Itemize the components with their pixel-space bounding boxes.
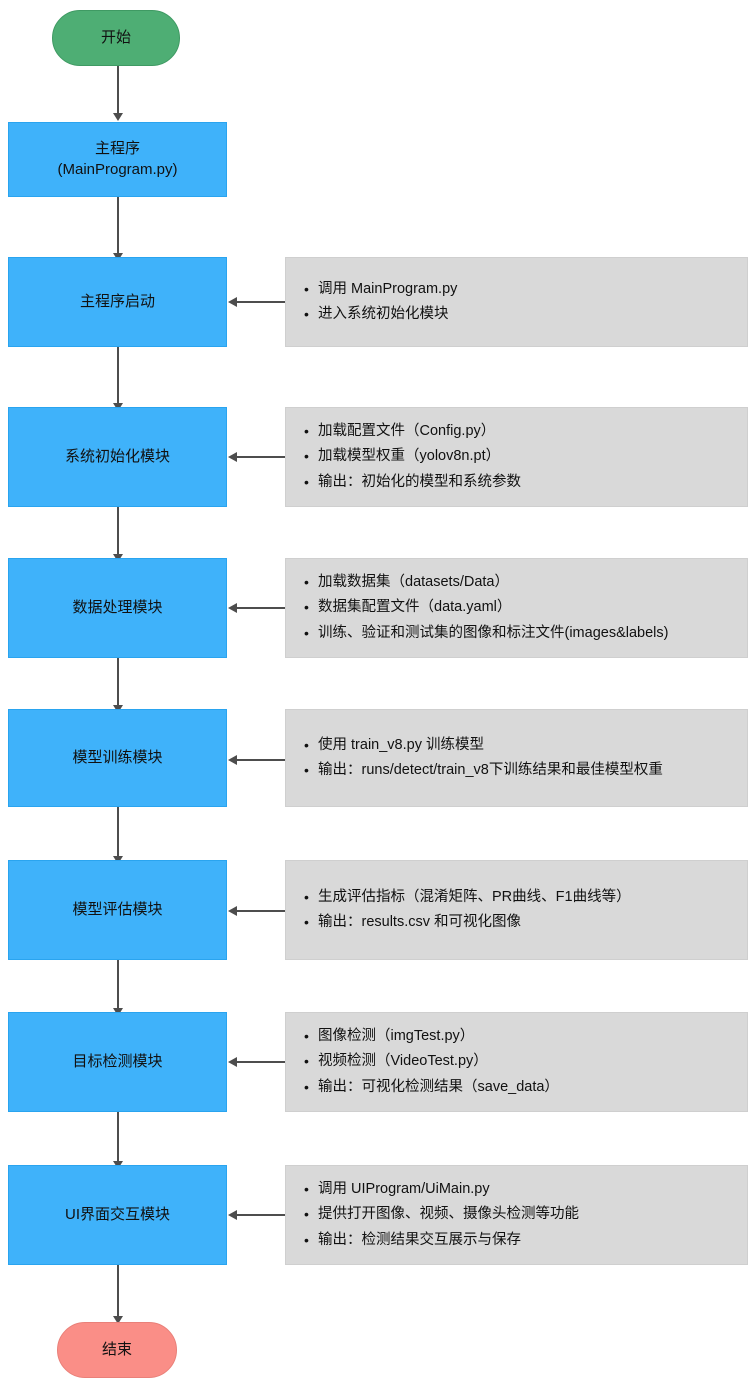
note-item: 训练、验证和测试集的图像和标注文件(images&labels): [304, 621, 729, 646]
connector-step1-to-step2: [117, 197, 119, 254]
connector-note-to-ui-interaction-arrowhead: [228, 1210, 237, 1220]
connector-note-to-data-processing: [232, 607, 285, 609]
process-node-data-processing-label: 数据处理模块: [72, 598, 163, 616]
note-item: 加载数据集（datasets/Data）: [304, 570, 729, 595]
connector-note-to-data-processing-arrowhead: [228, 603, 237, 613]
process-node-model-evaluation[interactable]: 模型评估模块: [8, 860, 227, 960]
connector-note-to-model-evaluation-arrowhead: [228, 906, 237, 916]
process-node-object-detection[interactable]: 目标检测模块: [8, 1012, 227, 1112]
note-box-object-detection: 图像检测（imgTest.py） 视频检测（VideoTest.py） 输出：可…: [285, 1012, 748, 1112]
connector-note-to-ui-interaction: [232, 1214, 285, 1216]
process-node-program-launch-label: 主程序启动: [79, 292, 155, 310]
connector-start-to-step1: [117, 66, 119, 114]
note-box-system-init: 加载配置文件（Config.py） 加载模型权重（yolov8n.pt） 输出：…: [285, 407, 748, 507]
note-list-system-init: 加载配置文件（Config.py） 加载模型权重（yolov8n.pt） 输出：…: [304, 419, 729, 495]
end-node[interactable]: 结束: [57, 1322, 177, 1378]
process-node-ui-interaction[interactable]: UI界面交互模块: [8, 1165, 227, 1265]
note-item: 进入系统初始化模块: [304, 302, 729, 327]
note-box-model-training: 使用 train_v8.py 训练模型 输出：runs/detect/train…: [285, 709, 748, 807]
note-list-model-training: 使用 train_v8.py 训练模型 输出：runs/detect/train…: [304, 733, 729, 784]
note-item: 输出：检测结果交互展示与保存: [304, 1228, 729, 1253]
note-item: 输出：可视化检测结果（save_data）: [304, 1075, 729, 1100]
process-node-data-processing[interactable]: 数据处理模块: [8, 558, 227, 658]
process-node-model-training[interactable]: 模型训练模块: [8, 709, 227, 807]
connector-step6-to-step7: [117, 960, 119, 1010]
connector-note-to-system-init: [232, 456, 285, 458]
note-item: 生成评估指标（混淆矩阵、PR曲线、F1曲线等）: [304, 885, 729, 910]
process-node-main-program-label: 主程序 (MainProgram.py): [57, 140, 178, 178]
connector-step8-to-end: [117, 1265, 119, 1318]
process-node-system-init[interactable]: 系统初始化模块: [8, 407, 227, 507]
note-list-model-evaluation: 生成评估指标（混淆矩阵、PR曲线、F1曲线等） 输出：results.csv 和…: [304, 885, 729, 936]
note-item: 加载配置文件（Config.py）: [304, 419, 729, 444]
connector-note-to-model-evaluation: [232, 910, 285, 912]
start-node[interactable]: 开始: [52, 10, 180, 66]
note-item: 图像检测（imgTest.py）: [304, 1024, 729, 1049]
note-item: 输出：初始化的模型和系统参数: [304, 470, 729, 495]
connector-step3-to-step4: [117, 507, 119, 555]
note-item: 提供打开图像、视频、摄像头检测等功能: [304, 1202, 729, 1227]
connector-note-to-object-detection-arrowhead: [228, 1057, 237, 1067]
connector-note-to-program-launch-arrowhead: [228, 297, 237, 307]
note-item: 数据集配置文件（data.yaml）: [304, 595, 729, 620]
note-item: 调用 MainProgram.py: [304, 277, 729, 302]
note-item: 输出：runs/detect/train_v8下训练结果和最佳模型权重: [304, 758, 729, 783]
process-node-system-init-label: 系统初始化模块: [64, 447, 170, 465]
connector-step2-to-step3: [117, 347, 119, 404]
note-box-model-evaluation: 生成评估指标（混淆矩阵、PR曲线、F1曲线等） 输出：results.csv 和…: [285, 860, 748, 960]
start-node-label: 开始: [100, 28, 131, 46]
connector-step4-to-step5: [117, 658, 119, 706]
connector-start-to-step1-arrowhead: [113, 113, 123, 121]
note-box-ui-interaction: 调用 UIProgram/UiMain.py 提供打开图像、视频、摄像头检测等功…: [285, 1165, 748, 1265]
note-box-program-launch: 调用 MainProgram.py 进入系统初始化模块: [285, 257, 748, 347]
note-item: 视频检测（VideoTest.py）: [304, 1049, 729, 1074]
note-item: 使用 train_v8.py 训练模型: [304, 733, 729, 758]
note-list-ui-interaction: 调用 UIProgram/UiMain.py 提供打开图像、视频、摄像头检测等功…: [304, 1177, 729, 1253]
note-list-program-launch: 调用 MainProgram.py 进入系统初始化模块: [304, 277, 729, 328]
note-item: 调用 UIProgram/UiMain.py: [304, 1177, 729, 1202]
note-item: 输出：results.csv 和可视化图像: [304, 910, 729, 935]
process-node-main-program[interactable]: 主程序 (MainProgram.py): [8, 122, 227, 197]
connector-step5-to-step6: [117, 807, 119, 858]
process-node-model-training-label: 模型训练模块: [72, 748, 163, 766]
process-node-object-detection-label: 目标检测模块: [72, 1052, 163, 1070]
note-list-object-detection: 图像检测（imgTest.py） 视频检测（VideoTest.py） 输出：可…: [304, 1024, 729, 1100]
connector-note-to-system-init-arrowhead: [228, 452, 237, 462]
connector-note-to-program-launch: [232, 301, 285, 303]
note-list-data-processing: 加载数据集（datasets/Data） 数据集配置文件（data.yaml） …: [304, 570, 729, 646]
connector-note-to-model-training-arrowhead: [228, 755, 237, 765]
note-box-data-processing: 加载数据集（datasets/Data） 数据集配置文件（data.yaml） …: [285, 558, 748, 658]
connector-step7-to-step8: [117, 1112, 119, 1163]
connector-note-to-model-training: [232, 759, 285, 761]
process-node-ui-interaction-label: UI界面交互模块: [64, 1205, 170, 1223]
process-node-program-launch[interactable]: 主程序启动: [8, 257, 227, 347]
end-node-label: 结束: [101, 1340, 132, 1358]
connector-note-to-object-detection: [232, 1061, 285, 1063]
note-item: 加载模型权重（yolov8n.pt）: [304, 444, 729, 469]
process-node-model-evaluation-label: 模型评估模块: [72, 900, 163, 918]
connector-step8-to-end-arrowhead: [113, 1316, 123, 1324]
